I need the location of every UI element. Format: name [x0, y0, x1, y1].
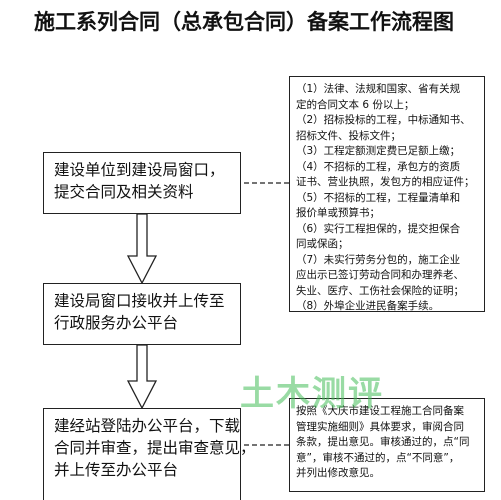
note-line: 并列出修改意见。: [296, 467, 380, 479]
note-line: 管理实施细则》具体要求，审阅合同: [296, 420, 464, 433]
note-line: （6）实行工程担保的，提交担保合: [296, 222, 461, 235]
note-line: （1）法律、法规和国家、省有关规: [296, 83, 461, 95]
step-text: 建设局窗口接收并上传至: [54, 292, 225, 310]
flow-arrow-2: [126, 344, 158, 410]
step-review-contract: 建经站登陆办公平台，下载 合同并审查，提出审查意见， 并上传至办公平台: [43, 408, 256, 500]
note-line: （4）不招标的工程，承包方的资质: [296, 160, 461, 173]
note-line: 按照《大庆市建设工程施工合同备案: [296, 405, 464, 417]
note-line: 定的合同文本 6 份以上；: [296, 98, 415, 111]
note-line: 证书、营业执照，发包方的相应证件；: [296, 176, 475, 188]
note-line: 报价单或预算书；: [296, 207, 380, 219]
note-line: （7）未实行劳务分包的，施工企业: [296, 253, 461, 266]
note-line: 应出示已签订劳动合同和办理养老、: [296, 269, 464, 281]
note-line: 同或保函；: [296, 238, 349, 250]
flow-arrow-1: [126, 213, 158, 285]
step-window-upload: 建设局窗口接收并上传至 行政服务办公平台: [43, 283, 241, 345]
note-line: 条款，提出意见。审核通过的，点“同: [296, 436, 470, 448]
note-line: 招标文件、投标文件；: [296, 129, 401, 142]
step-text: 合同并审查，提出审查意见，: [54, 439, 256, 457]
note-line: （2）招标投标的工程，中标通知书、: [296, 114, 471, 126]
note-line: （8）外埠企业进民备案手续。: [296, 300, 440, 312]
step-submit-contract: 建设单位到建设局窗口， 提交合同及相关资料: [43, 152, 241, 214]
note-review-criteria: 按照《大庆市建设工程施工合同备案 管理实施细则》具体要求，审阅合同 条款，提出意…: [289, 398, 485, 492]
watermark-logo: 土木测评: [240, 374, 384, 414]
step-text: 建设单位到建设局窗口，: [54, 161, 225, 179]
note-required-documents: （1）法律、法规和国家、省有关规 定的合同文本 6 份以上； （2）招标投标的工…: [289, 76, 485, 312]
note-line: （3）工程定额测定费已足额上缴；: [296, 145, 461, 157]
note-line: （5）不招标的工程，工程量清单和: [296, 191, 461, 204]
step-text: 提交合同及相关资料: [54, 183, 194, 201]
diagram-title: 施工系列合同（总承包合同）备案工作流程图: [34, 10, 454, 34]
step-text: 并上传至办公平台: [54, 461, 179, 479]
step-text: 行政服务办公平台: [54, 314, 179, 332]
step-text: 建经站登陆办公平台，下载: [54, 417, 241, 435]
note-line: 失业、医疗、工伤社会保险的证明；: [296, 284, 464, 297]
note-line: 意”，审核不通过的，点“不同意”，: [296, 451, 460, 464]
